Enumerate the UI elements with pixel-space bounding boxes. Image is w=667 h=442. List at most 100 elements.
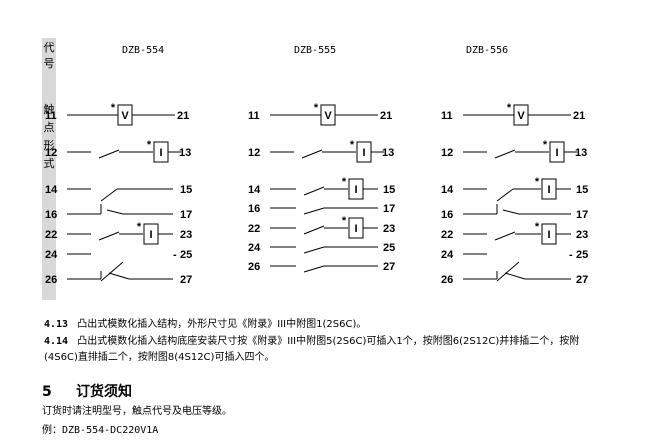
para-4-14: 4.14 凸出式模数化插入结构底座安装尺寸按《附录》III中附图5(2S6C)可… (44, 335, 579, 348)
terminal-15: 15 (180, 184, 192, 196)
para-number: 4.14 (44, 336, 69, 347)
wire (106, 209, 124, 215)
section-title: 订货须知 (76, 384, 132, 400)
terminal-13: 13 (179, 147, 191, 159)
terminal-14: 14 (248, 184, 261, 196)
terminal-17: 17 (576, 209, 588, 221)
wire (100, 261, 124, 282)
coil-v-box (513, 104, 529, 126)
terminal-12: 12 (441, 147, 453, 159)
coil-i-asterisk: * (137, 221, 142, 233)
terminal-13: 13 (575, 147, 587, 159)
coil-v-box (117, 104, 133, 126)
coil-i-asterisk: * (350, 139, 355, 151)
coil-v-label: V (121, 110, 129, 122)
coil-v-box (320, 104, 336, 126)
terminal-11: 11 (45, 110, 57, 122)
para-text: 凸出式模数化插入结构，外形尺寸见《附录》III中附图1(2S6C)。 (77, 319, 367, 330)
terminal-21: 21 (573, 110, 585, 122)
terminal-17: 17 (383, 203, 395, 215)
coil-i-label: I (159, 147, 162, 159)
wire (494, 149, 516, 159)
terminal-14: 14 (45, 184, 58, 196)
coil-i-asterisk: * (147, 139, 152, 151)
terminal-16: 16 (441, 209, 453, 221)
terminal-26: 26 (441, 274, 453, 286)
label-char: 触 (43, 103, 55, 116)
coil-i-label: I (547, 184, 550, 196)
terminal-22: 22 (248, 223, 260, 235)
terminal-17: 17 (180, 209, 192, 221)
para-4-14-cont: (4S6C)直排插二个，按附图8(4S12C)可插入四个。 (44, 352, 275, 363)
wire (303, 207, 325, 215)
order-instructions: 订货时请注明型号，触点代号及电压等级。 (42, 406, 232, 417)
terminal-27: 27 (576, 274, 588, 286)
wire (303, 246, 325, 254)
terminal-13: 13 (382, 147, 394, 159)
coil-v-asterisk: * (314, 102, 319, 114)
terminal-27: 27 (180, 274, 192, 286)
terminal-15: 15 (576, 184, 588, 196)
wire (303, 265, 325, 273)
terminal-25-dash: - (173, 249, 177, 261)
wire (502, 209, 520, 215)
terminal-27: 27 (383, 261, 395, 273)
terminal-22: 22 (45, 229, 57, 241)
wire (100, 188, 118, 202)
wire (496, 261, 520, 282)
terminal-16: 16 (45, 209, 57, 221)
section-number: 5 (42, 384, 52, 400)
terminal-25: 25 (383, 242, 395, 254)
model-dzb-555: DZB-555 (294, 45, 337, 56)
wire (303, 225, 325, 235)
section-heading: 5 订货须知 (42, 381, 132, 401)
example-code: DZB-554-DC220V1A (62, 425, 159, 436)
wire (504, 272, 526, 280)
coil-v-label: V (324, 110, 332, 122)
coil-i-asterisk: * (543, 139, 548, 151)
terminal-21: 21 (177, 110, 189, 122)
label-char: 代 (43, 41, 55, 54)
terminal-26: 26 (248, 261, 260, 273)
terminal-12: 12 (248, 147, 260, 159)
terminal-25: 25 (576, 249, 588, 261)
wire (303, 186, 325, 196)
label-char: 式 (43, 157, 55, 170)
coil-i-label: I (149, 229, 152, 241)
para-4-13: 4.13 凸出式模数化插入结构，外形尺寸见《附录》III中附图1(2S6C)。 (44, 318, 366, 331)
example-label: 例： (42, 425, 62, 436)
wire (301, 149, 323, 159)
wire (496, 188, 514, 202)
terminal-12: 12 (45, 147, 57, 159)
wire (108, 272, 130, 280)
label-char: 形 (43, 139, 55, 152)
terminal-24: 24 (441, 249, 454, 261)
coil-i-asterisk: * (535, 176, 540, 188)
coil-v-asterisk: * (507, 102, 512, 114)
terminal-25: 25 (180, 249, 192, 261)
terminal-24: 24 (45, 249, 58, 261)
terminal-24: 24 (248, 242, 261, 254)
wire (494, 231, 516, 241)
terminal-23: 23 (576, 229, 588, 241)
label-char: 点 (43, 121, 55, 134)
model-dzb-554: DZB-554 (122, 45, 165, 56)
terminal-11: 11 (248, 110, 260, 122)
coil-i-asterisk: * (342, 215, 347, 227)
terminal-23: 23 (180, 229, 192, 241)
coil-i-label: I (555, 147, 558, 159)
wire (98, 231, 120, 241)
terminal-23: 23 (383, 223, 395, 235)
terminal-26: 26 (45, 274, 57, 286)
wire (98, 149, 120, 159)
coil-i-label: I (354, 184, 357, 196)
terminal-14: 14 (441, 184, 454, 196)
label-char: 号 (43, 57, 55, 70)
terminal-21: 21 (380, 110, 392, 122)
order-example: 例：DZB-554-DC220V1A (42, 421, 158, 436)
coil-v-label: V (517, 110, 525, 122)
terminal-11: 11 (441, 110, 453, 122)
coil-i-label: I (547, 229, 550, 241)
coil-i-label: I (362, 147, 365, 159)
